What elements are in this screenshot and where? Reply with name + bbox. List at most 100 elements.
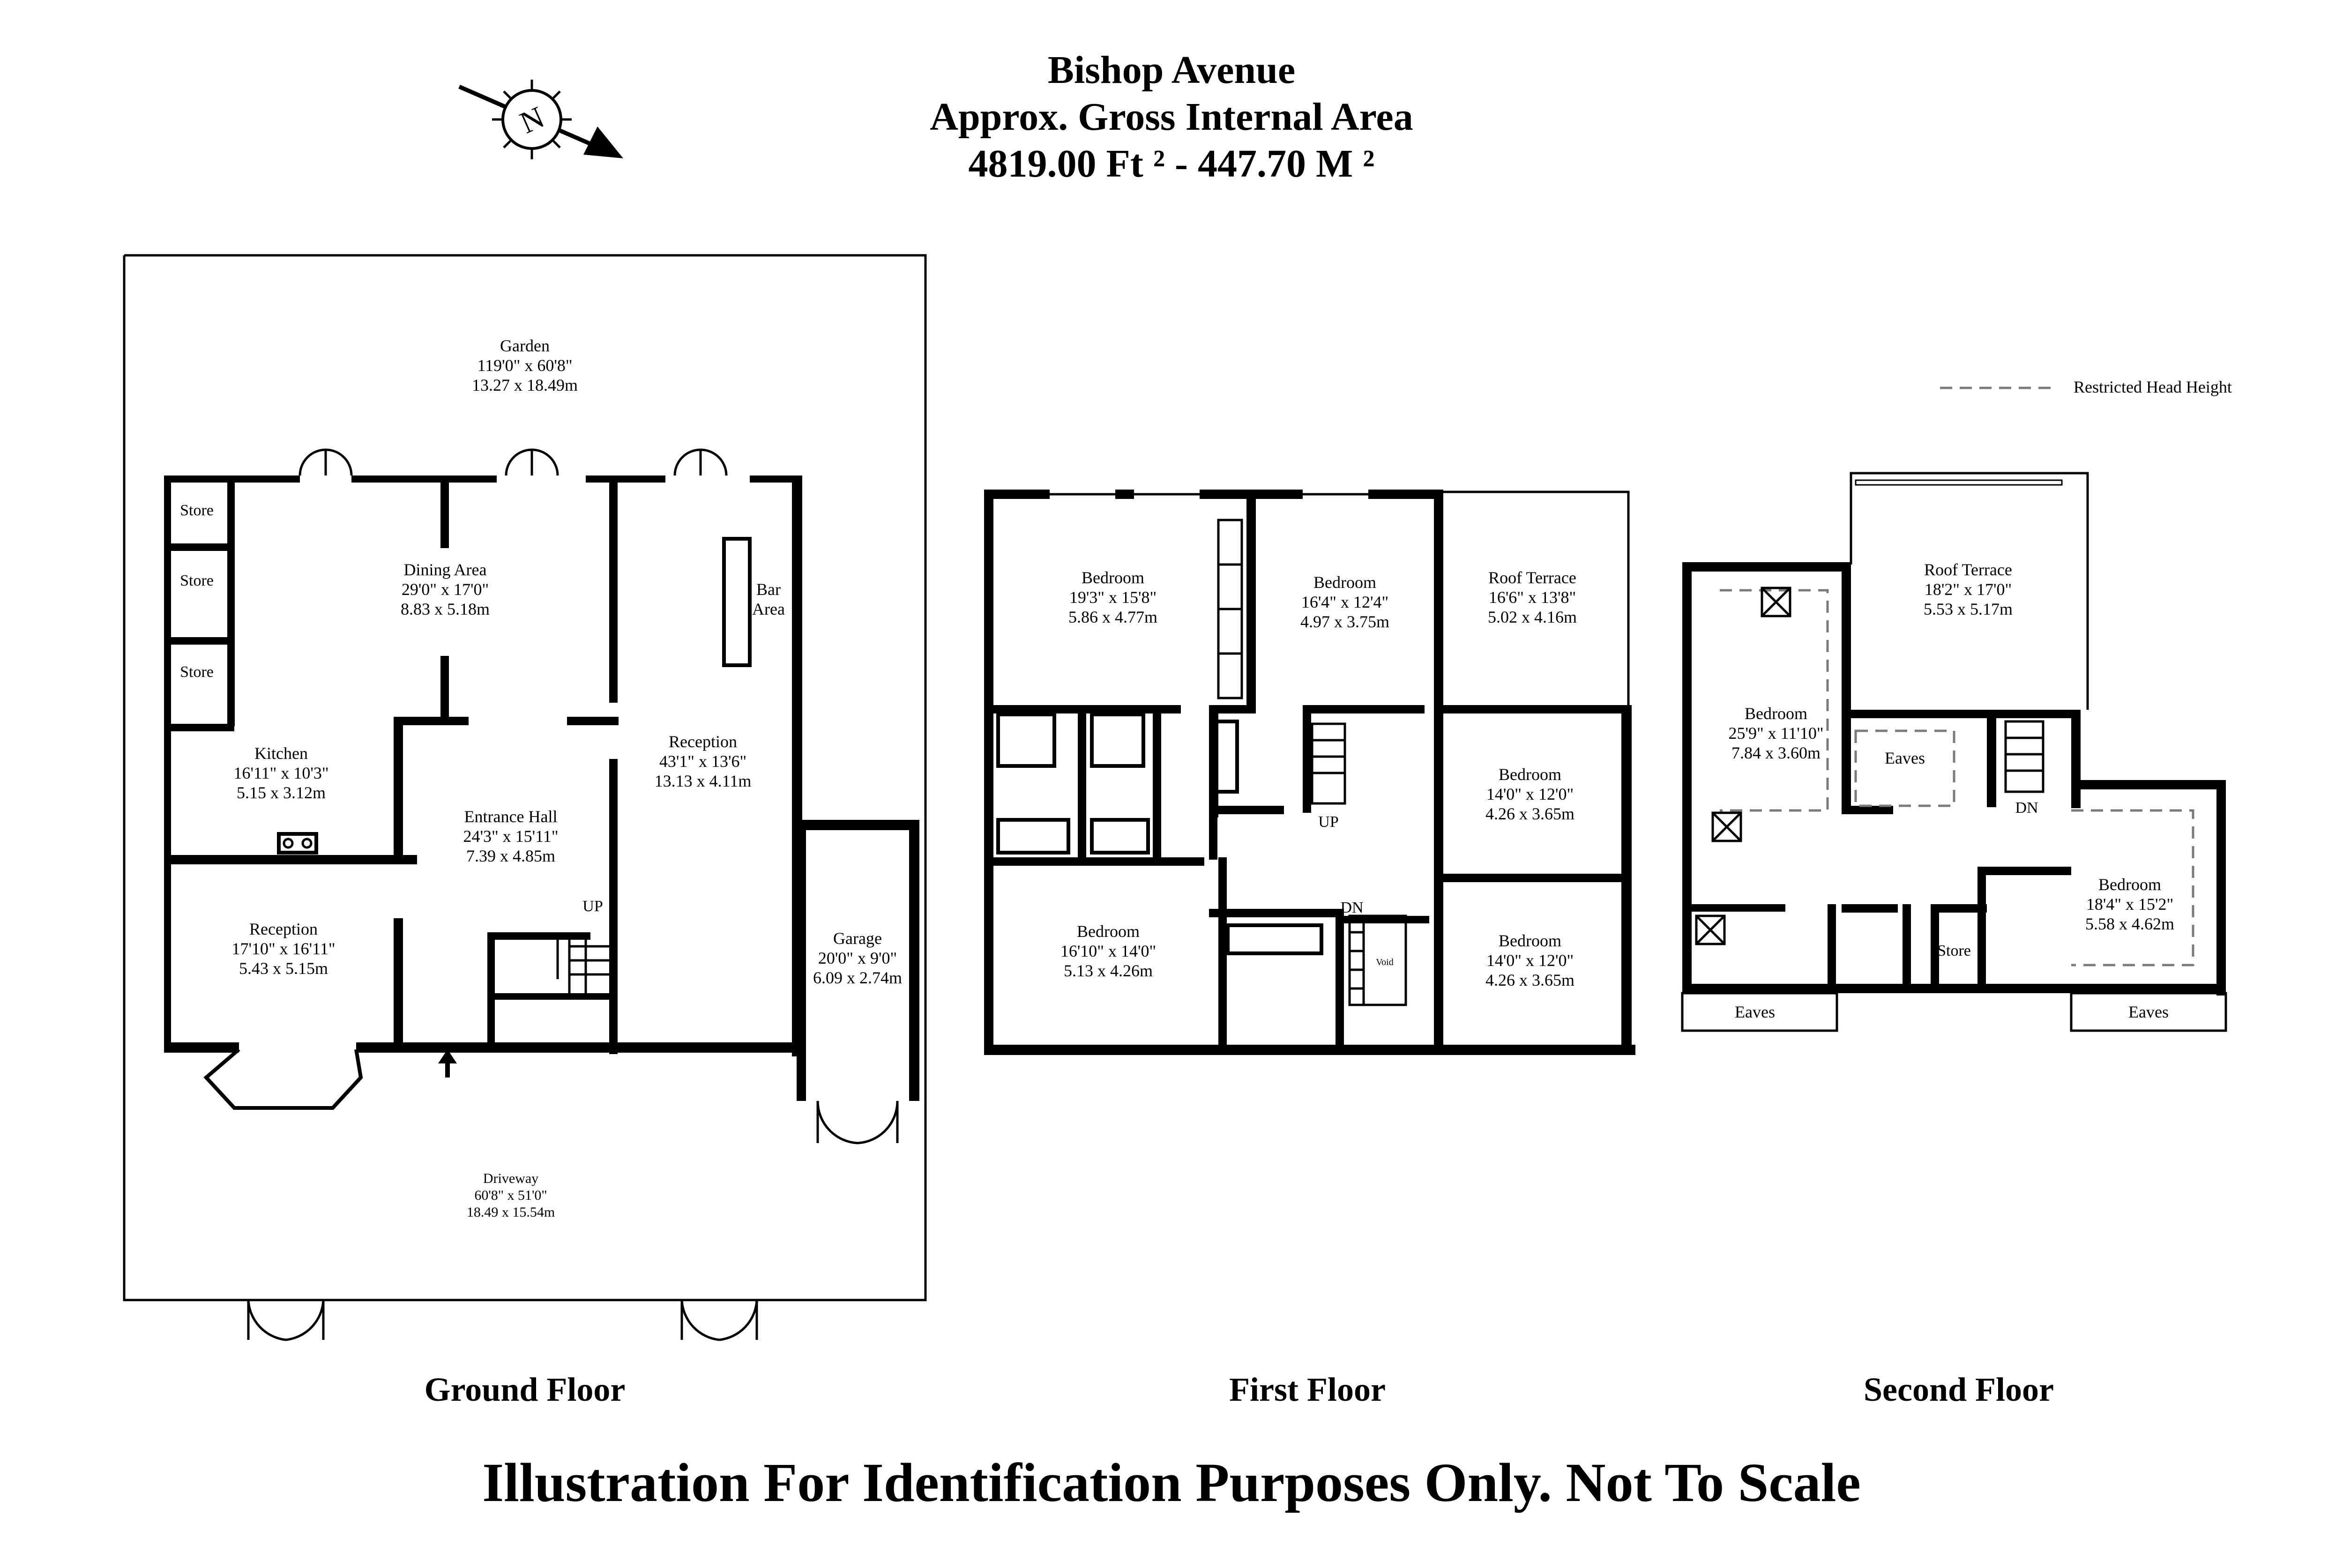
bedroom-e-name: Bedroom <box>1499 931 1561 950</box>
driveway-imperial: 60'8" x 51'0" <box>474 1188 547 1203</box>
bedroom-a-metric: 5.86 x 4.77m <box>1068 608 1157 626</box>
bedroom-d-imperial: 16'10" x 14'0" <box>1060 942 1156 960</box>
shower-icon <box>1090 713 1145 768</box>
driveway-name: Driveway <box>483 1171 538 1186</box>
second-bedroom-b-metric: 5.58 x 4.62m <box>2085 914 2174 933</box>
entrance-hall-metric: 7.39 x 4.85m <box>466 847 555 865</box>
bedroom-d-name: Bedroom <box>1077 922 1140 941</box>
second-terrace-name: Roof Terrace <box>1924 560 2012 579</box>
stairs-icon <box>568 932 609 993</box>
dining-metric: 8.83 x 5.18m <box>401 600 490 618</box>
store-label: Store <box>180 663 214 681</box>
store-label: Store <box>180 502 214 519</box>
reception-left-name: Reception <box>249 920 318 938</box>
garage-imperial: 20'0" x 9'0" <box>818 949 897 967</box>
kitchen-metric: 5.15 x 3.12m <box>237 783 326 802</box>
legend-restricted-head-height: Restricted Head Height <box>2074 378 2232 396</box>
first-terrace-imperial: 16'6" x 13'8" <box>1489 588 1576 607</box>
stairs-icon <box>2004 720 2045 793</box>
ground-up-label: UP <box>582 898 603 915</box>
property-title: Bishop Avenue <box>1047 48 1296 92</box>
reception-right-metric: 13.13 x 4.11m <box>655 772 752 790</box>
second-bedroom-a-imperial: 25'9" x 11'10" <box>1728 724 1823 743</box>
roof-terrace-rail <box>1443 490 1630 705</box>
total-area: 4819.00 Ft ² - 447.70 M ² <box>968 142 1375 186</box>
bedroom-e-imperial: 14'0" x 12'0" <box>1486 951 1574 970</box>
bath-icon <box>1226 923 1323 955</box>
reception-right-name: Reception <box>669 732 737 751</box>
skylight-icon <box>1711 811 1742 842</box>
entrance-hall-name: Entrance Hall <box>464 807 558 826</box>
kitchen-imperial: 16'11" x 10'3" <box>233 764 328 782</box>
bedroom-c-name: Bedroom <box>1499 765 1561 784</box>
bedroom-c-imperial: 14'0" x 12'0" <box>1486 785 1574 803</box>
second-floor-plan: Roof Terrace 18'2" x 17'0" 5.53 x 5.17m … <box>1681 472 2227 1408</box>
bath-icon <box>1090 818 1150 855</box>
reception-left-imperial: 17'10" x 16'11" <box>231 939 335 958</box>
second-bedroom-b-name: Bedroom <box>2098 875 2161 894</box>
second-bedroom-b-imperial: 18'4" x 15'2" <box>2086 895 2173 914</box>
legend: Restricted Head Height <box>1940 378 2232 396</box>
french-door-icon <box>505 448 559 476</box>
first-terrace-metric: 5.02 x 4.16m <box>1488 608 1577 626</box>
bedroom-b-imperial: 16'4" x 12'4" <box>1301 593 1388 611</box>
eaves-top-label: Eaves <box>1885 749 1925 767</box>
eaves-box <box>1681 992 1838 1032</box>
first-terrace-name: Roof Terrace <box>1488 568 1576 587</box>
garage-name: Garage <box>833 929 882 948</box>
first-floor-plan: Bedroom 19'3" x 15'8" 5.86 x 4.77m Bedro… <box>984 487 1635 1408</box>
compass-icon: N <box>458 80 623 159</box>
store-label: Store <box>180 572 214 589</box>
eaves-box <box>2070 992 2227 1032</box>
skylight-icon <box>1695 914 1726 945</box>
hob-icon <box>277 832 318 855</box>
skylight-icon <box>1761 587 1791 617</box>
dining-imperial: 29'0" x 17'0" <box>402 580 489 599</box>
reception-left-metric: 5.43 x 5.15m <box>239 959 328 978</box>
dining-name: Dining Area <box>404 560 487 579</box>
stairs-up-icon <box>1311 722 1346 805</box>
site-boundary <box>123 254 927 1301</box>
shower-icon <box>996 713 1056 768</box>
bedroom-e-metric: 4.26 x 3.65m <box>1485 971 1574 989</box>
bedroom-d-metric: 5.13 x 4.26m <box>1064 961 1153 980</box>
ground-floor-plan: Garden 119'0" x 60'8" 13.27 x 18.49m Sto… <box>123 254 927 1408</box>
french-door-icon <box>673 448 728 476</box>
second-roof-terrace-rail <box>1850 472 2089 710</box>
garage-metric: 6.09 x 2.74m <box>813 968 902 987</box>
bath-icon <box>1212 720 1239 794</box>
wardrobe <box>1217 519 1243 699</box>
garden-imperial: 119'0" x 60'8" <box>477 356 572 375</box>
bath-icon <box>996 818 1070 855</box>
bedroom-a-name: Bedroom <box>1082 568 1144 587</box>
second-store-label: Store <box>1937 942 1971 959</box>
side-gate-icon <box>680 1300 758 1341</box>
garden-metric: 13.27 x 18.49m <box>472 376 578 394</box>
first-dn-label: DN <box>1340 899 1363 916</box>
reception-right-imperial: 43'1" x 13'6" <box>659 752 746 771</box>
french-door-icon <box>298 448 353 476</box>
bedroom-b-name: Bedroom <box>1313 573 1376 592</box>
driveway-metric: 18.49 x 15.54m <box>467 1204 555 1220</box>
second-bedroom-a-metric: 7.84 x 3.60m <box>1731 743 1821 762</box>
second-bedroom-a-name: Bedroom <box>1745 704 1807 723</box>
first-floor-label: First Floor <box>1229 1371 1386 1408</box>
area-subtitle: Approx. Gross Internal Area <box>930 95 1413 139</box>
second-terrace-metric: 5.53 x 5.17m <box>1924 600 2013 618</box>
eaves-left-label: Eaves <box>1735 1003 1775 1021</box>
bar-label-2: Area <box>752 600 785 618</box>
bar-label-1: Bar <box>756 580 781 599</box>
void-label: Void <box>1376 957 1393 967</box>
entrance-hall-imperial: 24'3" x 15'11" <box>463 827 558 846</box>
second-floor-label: Second Floor <box>1864 1371 2054 1408</box>
ground-floor-label: Ground Floor <box>425 1371 626 1408</box>
bedroom-c-metric: 4.26 x 3.65m <box>1485 804 1574 823</box>
bedroom-b-metric: 4.97 x 3.75m <box>1300 612 1389 631</box>
bar-counter <box>722 537 752 667</box>
bay-window <box>203 1048 363 1110</box>
front-gate-icon <box>247 1300 325 1341</box>
bedroom-a-imperial: 19'3" x 15'8" <box>1069 588 1157 607</box>
first-up-label: UP <box>1318 813 1338 831</box>
disclaimer: Illustration For Identification Purposes… <box>482 1452 1861 1513</box>
